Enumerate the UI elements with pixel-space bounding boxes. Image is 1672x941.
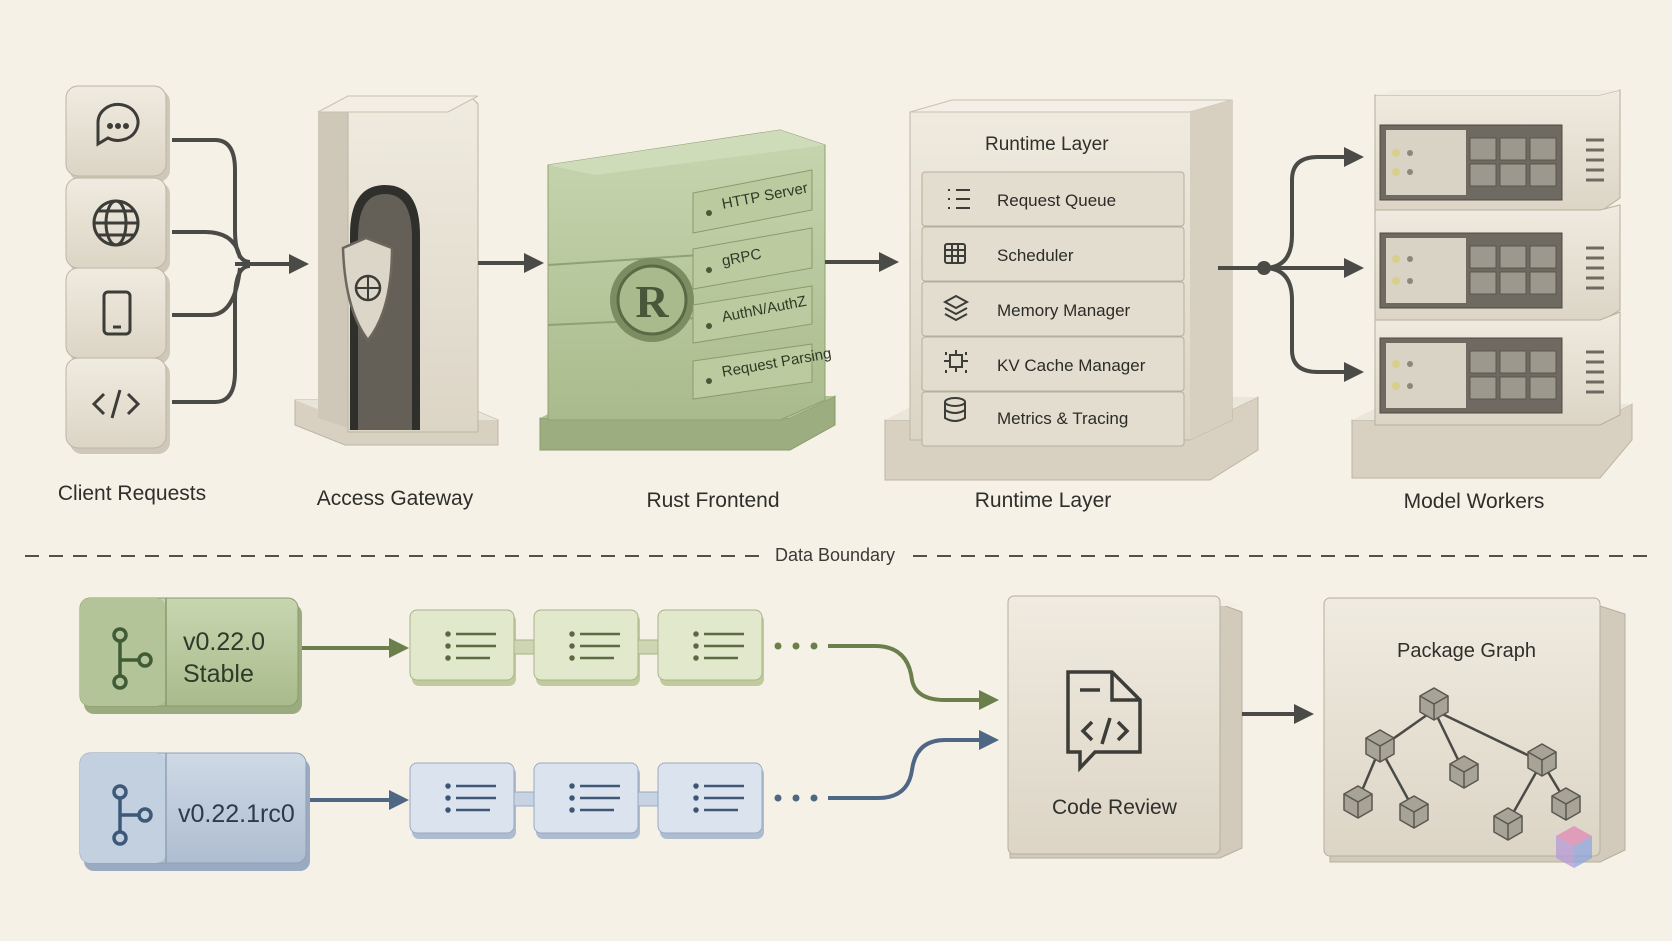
commit-card <box>657 762 764 839</box>
client-requests-caption: Client Requests <box>57 482 207 505</box>
runtime-module-card <box>921 391 1185 447</box>
rc-version-label: v0.22.1rc0 <box>178 800 295 828</box>
runtime-module-label: Request Queue <box>997 191 1117 210</box>
runtime-module-label: Memory Manager <box>997 301 1131 320</box>
server-unit <box>1374 204 1621 323</box>
package-graph-label: Package Graph <box>1397 640 1536 662</box>
rc-commit-chain <box>409 730 999 839</box>
stable-commit-chain <box>409 609 999 710</box>
access-gateway-caption: Access Gateway <box>316 487 474 510</box>
client-requests <box>65 85 170 454</box>
layers-icon <box>942 294 970 322</box>
stable-version-label: v0.22.0 <box>183 628 266 656</box>
client-chat-box <box>65 85 170 182</box>
model-workers <box>1351 89 1633 479</box>
rc-branch-box <box>79 752 310 871</box>
cube-watermark-icon <box>1556 826 1592 868</box>
runtime-layer-caption: Runtime Layer <box>974 489 1112 512</box>
database-icon <box>944 397 966 422</box>
commit-card <box>533 609 640 686</box>
client-mobile-box <box>65 267 170 364</box>
git-branch-icon <box>112 627 153 690</box>
runtime-module-label: Scheduler <box>997 246 1074 265</box>
calendar-icon <box>944 243 966 264</box>
runtime-module-card <box>921 336 1185 392</box>
frontend-module-card <box>692 169 813 234</box>
code-review-label: Code Review <box>1052 796 1177 819</box>
access-gateway <box>294 95 499 446</box>
runtime-to-workers-arrows <box>1218 147 1364 382</box>
commit-card <box>409 762 516 839</box>
runtime-layer-title: Runtime Layer <box>985 134 1109 155</box>
model-workers-caption: Model Workers <box>1403 490 1545 513</box>
globe-icon <box>92 199 140 247</box>
client-web-box <box>65 177 170 274</box>
list-icon <box>948 189 970 209</box>
code-file-icon <box>1066 670 1142 773</box>
dependency-graph-icon <box>1343 687 1592 868</box>
commit-card <box>409 609 516 686</box>
client-to-gateway-arrows <box>172 138 309 404</box>
mobile-icon <box>102 290 132 336</box>
rust-frontend-caption: Rust Frontend <box>646 489 780 512</box>
git-branch-icon <box>112 784 153 846</box>
stable-status-label: Stable <box>183 660 254 688</box>
chat-icon <box>96 102 140 147</box>
server-unit <box>1374 311 1621 426</box>
circuit-icon <box>944 350 968 373</box>
data-boundary-label: Data Boundary <box>764 545 906 566</box>
runtime-module-card <box>921 281 1185 337</box>
runtime-module-list <box>921 171 1185 447</box>
frontend-module-card <box>692 343 813 400</box>
client-api-box <box>65 357 170 454</box>
runtime-module-label: Metrics & Tracing <box>997 409 1129 428</box>
frontend-module-list <box>692 169 813 400</box>
stable-branch-box <box>79 597 302 714</box>
runtime-module-card <box>921 171 1185 227</box>
shield-icon <box>341 236 394 343</box>
svg-text:R: R <box>635 276 669 327</box>
frontend-module-card <box>692 285 813 344</box>
frontend-module-card <box>692 227 813 290</box>
runtime-module-card <box>921 226 1185 282</box>
commit-card <box>533 762 640 839</box>
runtime-module-label: KV Cache Manager <box>997 356 1146 375</box>
commit-card <box>657 609 764 686</box>
rust-logo-icon: R <box>610 258 694 342</box>
server-unit <box>1374 89 1621 213</box>
code-icon <box>91 389 141 419</box>
